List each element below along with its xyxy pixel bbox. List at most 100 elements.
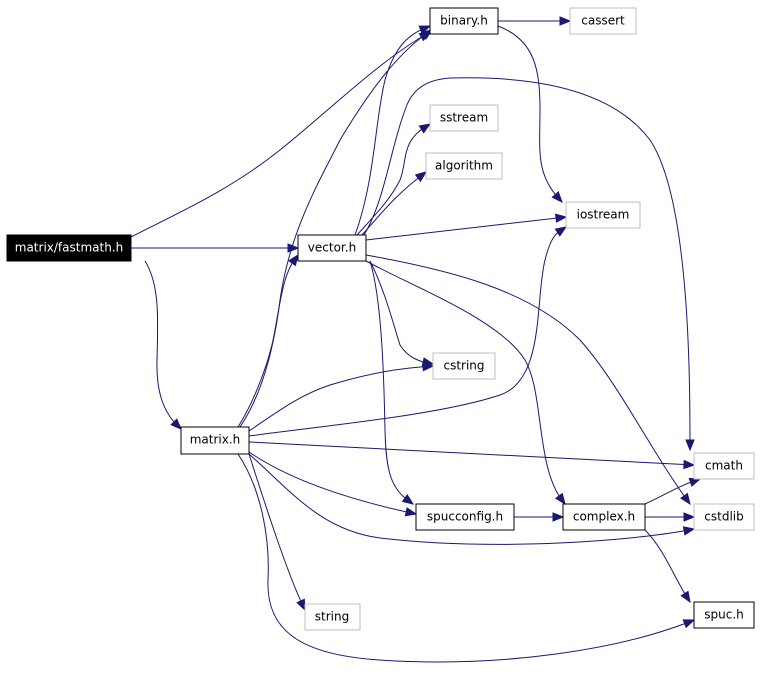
- edge-vector-to-binary: [354, 25, 432, 236]
- node-label: vector.h: [308, 241, 356, 255]
- node-spuc-h[interactable]: spuc.h: [693, 601, 755, 629]
- node-box: [304, 603, 361, 631]
- node-label: string: [315, 610, 349, 624]
- node-box: [429, 104, 499, 132]
- arrowhead-icon: [680, 590, 691, 604]
- node-label: cmath: [705, 459, 743, 473]
- node-label: algorithm: [435, 159, 493, 173]
- arrowhead-icon: [552, 512, 565, 522]
- edge-binary-to-cassert: [498, 16, 572, 26]
- node-spucconfig-h[interactable]: spucconfig.h: [415, 503, 515, 531]
- edge-line: [248, 226, 567, 437]
- edge-line: [363, 77, 691, 451]
- node-binary-h[interactable]: binary.h: [429, 7, 499, 35]
- edge-line: [369, 260, 414, 505]
- node-box: [693, 601, 755, 629]
- edge-line: [237, 254, 299, 428]
- edge-vector-to-complex: [365, 260, 566, 506]
- node-iostream[interactable]: iostream: [565, 201, 641, 229]
- arrowhead-icon: [288, 253, 299, 267]
- edge-matrix-to-spuc: [237, 453, 696, 663]
- node-label: complex.h: [573, 510, 635, 524]
- arrowhead-icon: [420, 29, 434, 40]
- arrowhead-icon: [287, 243, 300, 253]
- edges-layer: [130, 16, 702, 663]
- arrowhead-icon: [554, 492, 566, 506]
- edge-spucconfig-to-complex: [514, 512, 565, 522]
- node-algorithm[interactable]: algorithm: [425, 152, 503, 180]
- edge-matrix-to-iostream: [248, 226, 568, 437]
- arrowhead-icon: [404, 507, 418, 517]
- arrowhead-icon: [296, 598, 306, 612]
- edge-vector-to-spucconfig: [369, 260, 415, 505]
- arrowhead-icon: [682, 619, 696, 629]
- node-sstream[interactable]: sstream: [429, 104, 499, 132]
- edge-line: [239, 29, 433, 428]
- node-label: cstdlib: [704, 510, 743, 524]
- node-label: cassert: [581, 14, 625, 28]
- edge-line: [248, 453, 695, 545]
- nodes-layer: matrix/fastmath.h binary.h cassert sstre…: [6, 7, 755, 631]
- arrowhead-icon: [682, 526, 696, 536]
- edge-fastmath-to-vector: [131, 243, 300, 253]
- node-label: sstream: [440, 111, 488, 125]
- node-complex-h[interactable]: complex.h: [562, 503, 646, 531]
- node-cmath[interactable]: cmath: [693, 452, 755, 480]
- node-vector-h[interactable]: vector.h: [297, 234, 367, 262]
- arrowhead-icon: [683, 459, 696, 470]
- edge-line: [365, 216, 567, 241]
- node-label: iostream: [577, 208, 630, 222]
- node-box: [425, 152, 503, 180]
- edge-matrix-to-spucconfig: [248, 451, 418, 517]
- arrowhead-icon: [418, 123, 432, 134]
- node-cstring[interactable]: cstring: [432, 352, 496, 380]
- edge-matrix-to-binary: [239, 29, 434, 428]
- node-label: binary.h: [440, 14, 488, 28]
- node-box: [6, 234, 132, 262]
- arrowhead-icon: [685, 439, 695, 452]
- edge-fastmath-to-matrix: [144, 260, 182, 430]
- node-cstdlib[interactable]: cstdlib: [693, 503, 755, 531]
- edge-vector-to-cstdlib: [365, 254, 691, 506]
- arrowhead-icon: [555, 213, 568, 223]
- node-box: [432, 352, 496, 380]
- node-label: cstring: [443, 359, 484, 373]
- edge-fastmath-to-binary: [130, 31, 432, 238]
- edge-line: [130, 31, 431, 238]
- node-matrix-h[interactable]: matrix.h: [180, 426, 250, 455]
- arrowhead-icon: [559, 16, 572, 26]
- edge-vector-to-iostream: [365, 213, 568, 241]
- node-box: [415, 503, 515, 531]
- arrowhead-icon: [401, 494, 415, 505]
- node-label: matrix.h: [190, 433, 241, 447]
- node-label: matrix/fastmath.h: [15, 241, 123, 255]
- edge-matrix-to-cstring: [248, 362, 435, 432]
- node-matrix-fastmath-h[interactable]: matrix/fastmath.h: [6, 234, 132, 262]
- edge-matrix-to-cmath: [248, 441, 696, 470]
- arrowhead-icon: [680, 492, 691, 506]
- node-box: [562, 503, 646, 531]
- edge-line: [354, 25, 431, 236]
- node-label: spuc.h: [704, 608, 744, 622]
- arrowhead-icon: [688, 477, 702, 487]
- node-box: [565, 201, 641, 229]
- node-cassert[interactable]: cassert: [569, 7, 637, 35]
- edge-line: [361, 171, 427, 236]
- edge-line: [365, 254, 691, 505]
- edge-complex-to-cstdlib: [645, 512, 696, 522]
- edge-line: [369, 260, 434, 365]
- arrowhead-icon: [418, 25, 432, 35]
- node-box: [693, 503, 755, 531]
- edge-line: [237, 453, 695, 663]
- arrowhead-icon: [422, 362, 435, 372]
- node-string[interactable]: string: [304, 603, 361, 631]
- edge-vector-to-algorithm: [361, 171, 428, 236]
- arrowhead-icon: [414, 171, 428, 183]
- edge-matrix-to-cstdlib: [248, 453, 696, 545]
- edge-line: [644, 529, 691, 603]
- edge-line: [248, 451, 417, 515]
- edge-complex-to-cmath: [644, 477, 702, 505]
- arrowhead-icon: [683, 512, 696, 522]
- edge-complex-to-spuc: [644, 529, 691, 604]
